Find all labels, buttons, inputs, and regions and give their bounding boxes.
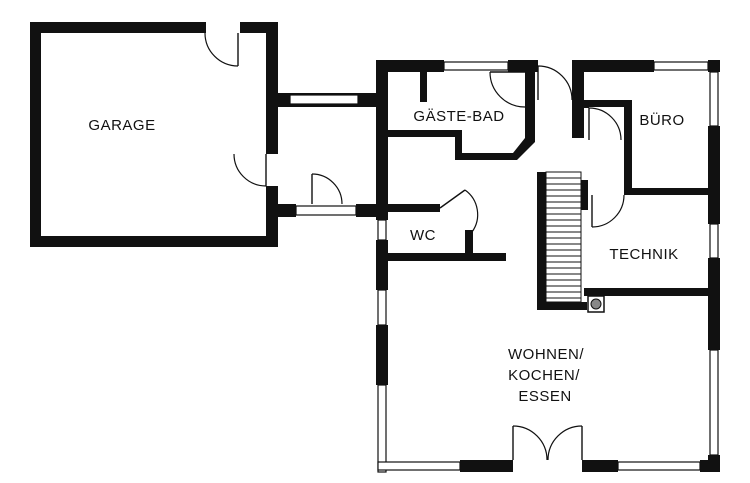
garage-walls [30, 22, 278, 247]
terrace-double-door[interactable] [512, 425, 583, 461]
connector-window [289, 94, 359, 105]
room-label-buero: BÜRO [639, 111, 684, 129]
connector-walls [278, 93, 386, 217]
buero-door[interactable] [588, 107, 622, 141]
technik-door[interactable] [591, 194, 625, 228]
room-label-kochen: KOCHEN/ [508, 367, 580, 384]
room-label-garage: GARAGE [88, 117, 155, 134]
hall-door[interactable] [537, 65, 573, 101]
entrance-threshold [295, 205, 357, 216]
room-label-wc: WC [410, 227, 436, 244]
house-exterior-walls [376, 60, 720, 472]
house-windows [377, 61, 719, 473]
staircase [545, 171, 582, 303]
gaeste-bad-door[interactable] [489, 71, 526, 108]
chimney-icon [587, 295, 605, 313]
entrance-door[interactable] [311, 173, 343, 205]
room-label-gaeste-bad: GÄSTE-BAD [413, 108, 504, 125]
interior-walls [388, 60, 720, 310]
room-label-wohnen: WOHNEN/ [508, 346, 584, 363]
room-label-essen: ESSEN [518, 388, 571, 405]
room-label-technik: TECHNIK [609, 246, 678, 263]
wc-door[interactable] [439, 189, 479, 233]
garage-door[interactable] [204, 32, 239, 67]
connector-side-door[interactable] [233, 153, 267, 187]
